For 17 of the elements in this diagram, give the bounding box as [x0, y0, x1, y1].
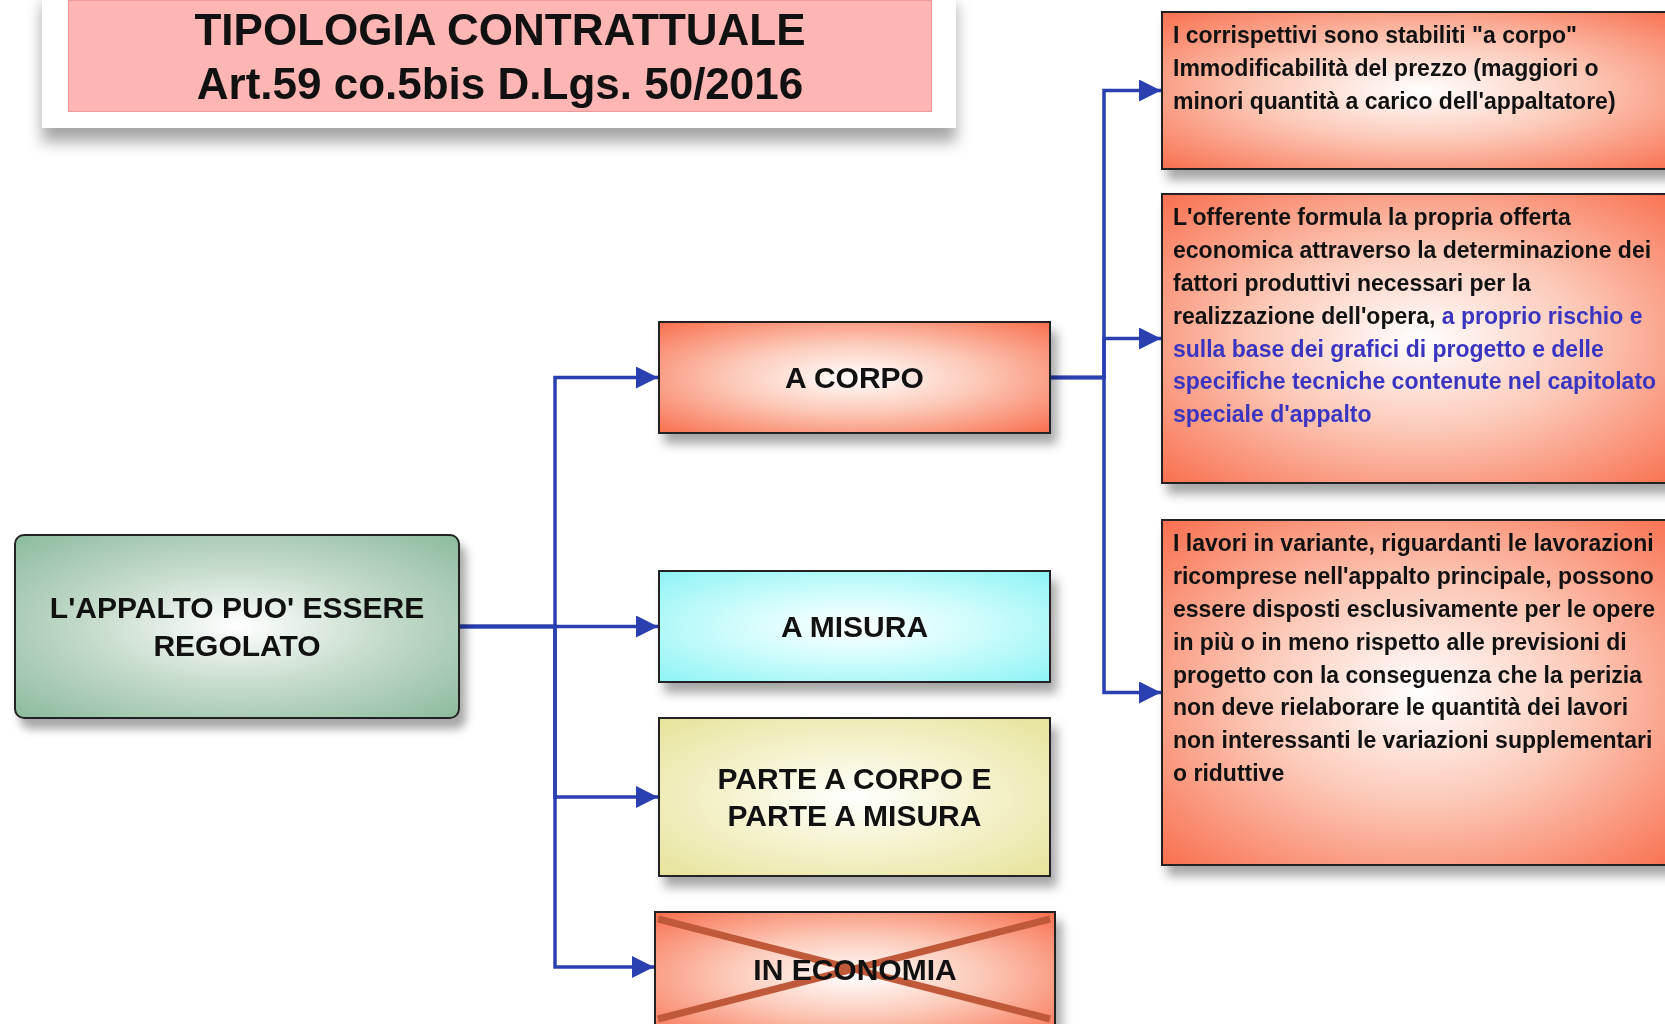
note-box — [1161, 11, 1665, 170]
start-box — [14, 534, 460, 719]
note-box — [1161, 519, 1665, 866]
node-label: L'APPALTO PUO' ESSERE REGOLATO — [48, 590, 426, 664]
arrow — [1051, 375, 1161, 704]
node-label: A CORPO — [785, 359, 924, 396]
process-box — [658, 717, 1051, 877]
note-text: I lavori in variante, riguardanti le lavorazioni ricomprese nell'appalto principale, possono essere disposti esclusivamente per le opere in più o in meno rispetto alle previsioni di progetto con la conseguenza che la perizia non deve rielaborare le quantità dei lavori non interessanti le variazioni supplementari o riduttive — [1173, 529, 1656, 789]
node-label: PARTE A CORPO E PARTE A MISURA — [716, 760, 993, 834]
process-box — [658, 321, 1051, 434]
process-box — [658, 570, 1051, 683]
title: TIPOLOGIA CONTRATTUALE Art.59 co.5bis D.Lgs. 50/2016 — [68, 0, 932, 112]
node-label: A MISURA — [780, 608, 929, 645]
note-text: I corrispettivi sono stabiliti "a corpo" Immodificabilità del prezzo (maggiori o minori quantità a carico dell'appaltatore) — [1173, 21, 1617, 116]
note-text: L'offerente formula la propria offerta economica attraverso la determinazione dei fattori produttivi necessari per la realizzazione dell'opera, a proprio rischio e sulla base dei grafici di progetto e delle specifiche tecniche contenute nel capitolato speciale d'appalto — [1173, 203, 1658, 430]
arrow — [460, 624, 654, 978]
note-box — [1161, 193, 1665, 484]
